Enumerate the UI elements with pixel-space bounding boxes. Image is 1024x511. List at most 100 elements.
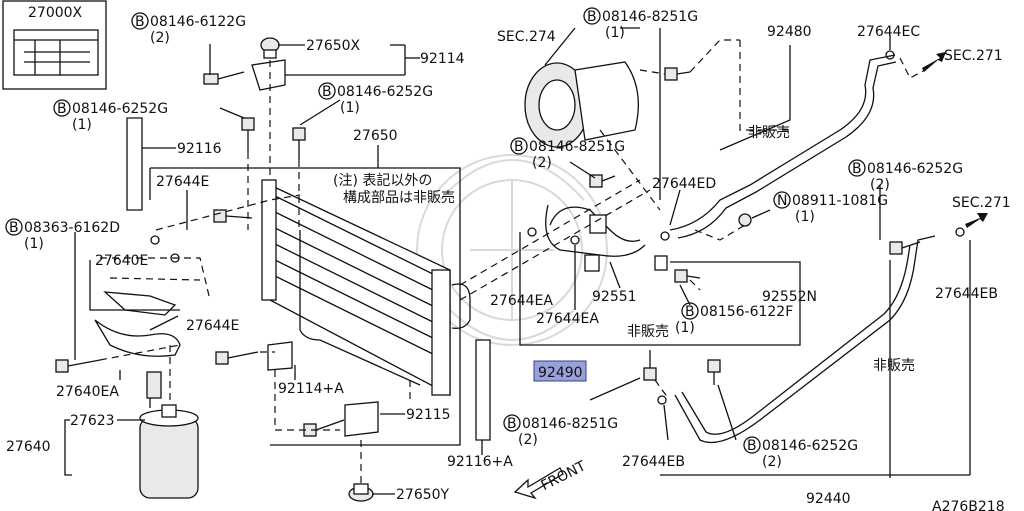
watermark-emblem <box>416 154 608 346</box>
bolt-symbol-b-icon: B <box>848 159 866 177</box>
part-label-27644eb-bot: 27644EB <box>622 454 685 470</box>
part-qty-b6252g-left: (1) <box>72 117 92 133</box>
svg-text:B: B <box>747 438 757 454</box>
bolt-icon <box>241 117 255 152</box>
part-qty-n1081g: (1) <box>795 209 815 225</box>
diagram-reference-code: A276B218 <box>932 499 1005 511</box>
part-label-27644e-mid: 27644E <box>186 318 239 334</box>
part-label-sec271-top: SEC.271 <box>944 48 1003 64</box>
svg-text:B: B <box>9 220 19 236</box>
o-ring-27644ea <box>527 227 537 237</box>
pipe-92440-wall <box>681 244 911 435</box>
part-label-92551: 92551 <box>592 289 637 305</box>
svg-text:B: B <box>57 101 67 117</box>
part-label-92115: 92115 <box>406 407 451 423</box>
part-label-92114: 92114 <box>420 51 465 67</box>
part-label-b6252g-right: 08146-6252G <box>867 161 963 177</box>
bolt-symbol-n-icon: N <box>773 191 791 209</box>
grommet-27650x <box>260 37 280 59</box>
part-label-27640ea: 27640EA <box>56 384 119 400</box>
o-ring-27644ea <box>570 235 580 245</box>
part-label-27644eb-right: 27644EB <box>935 286 998 302</box>
part-label-92116a: 92116+A <box>447 454 513 470</box>
bolt-icon <box>292 127 306 160</box>
pipe-92480-wall <box>677 61 897 239</box>
part-label-27650: 27650 <box>353 128 398 144</box>
bolt-icon <box>707 359 721 385</box>
part-qty-b6252g-right: (2) <box>870 177 890 193</box>
pipe-92440 <box>674 235 936 444</box>
svg-text:B: B <box>322 84 332 100</box>
bolt-symbol-b-icon: B <box>583 7 601 25</box>
part-label-27644ea-b: 27644EA <box>536 311 599 327</box>
part-qty-b6122f: (1) <box>675 320 695 336</box>
front-arrow-icon <box>513 467 564 500</box>
part-label-27623: 27623 <box>70 413 115 429</box>
part-qty-b8251g-top: (1) <box>605 25 625 41</box>
highlight-92490 <box>533 360 587 382</box>
pressure-switch-27623 <box>146 371 162 408</box>
part-qty-b6252g-mid: (1) <box>340 100 360 116</box>
part-label-b6252g-mid: 08146-6252G <box>337 84 433 100</box>
bolt-symbol-b-icon: B <box>5 218 23 236</box>
part-label-b6252g-bot: 08146-6252G <box>762 438 858 454</box>
o-ring-27644e <box>150 235 160 245</box>
part-qty-b6122g: (2) <box>150 30 170 46</box>
bracket-92114a <box>267 341 293 371</box>
o-ring-27644ed <box>660 231 670 241</box>
bolt-icon <box>889 241 921 255</box>
pipe-fitting <box>654 255 668 271</box>
part-label-27000x: 27000X <box>28 5 83 21</box>
o-ring-27644eb <box>657 395 667 405</box>
svg-text:B: B <box>135 14 145 30</box>
bolt-icon <box>213 209 253 223</box>
bracket-92114 <box>251 59 286 91</box>
part-label-92552n: 92552N <box>762 289 817 305</box>
bolt-icon <box>664 67 691 81</box>
pipe-92551 <box>545 204 646 257</box>
pipe-92480 <box>669 54 896 231</box>
svg-text:B: B <box>507 416 517 432</box>
condenser-pipe <box>299 230 421 386</box>
part-label-92116: 92116 <box>177 141 222 157</box>
arrow-icon <box>922 52 946 72</box>
part-label-27644e-top: 27644E <box>156 174 209 190</box>
svg-text:N: N <box>777 193 787 209</box>
part-label-sec271-right: SEC.271 <box>952 195 1011 211</box>
part-label-27640: 27640 <box>6 439 51 455</box>
nut-icon <box>738 213 752 227</box>
part-qty-b8251g-bot: (2) <box>518 432 538 448</box>
dashed-guide-lines <box>99 39 926 484</box>
leader-lines <box>64 27 971 495</box>
bolt-symbol-b-icon: B <box>510 137 528 155</box>
part-label-b6162d: 08363-6162D <box>24 220 120 236</box>
o-ring-27644ec <box>885 50 895 60</box>
part-label-92490: 92490 <box>538 365 583 381</box>
seal-strip-92116a <box>475 339 491 441</box>
part-label-92114a: 92114+A <box>278 381 344 397</box>
drier-clamp-27640e <box>103 291 177 316</box>
arrow-icon <box>965 213 988 228</box>
cap-27650y <box>348 483 374 502</box>
svg-text:B: B <box>587 9 597 25</box>
o-ring-27644eb <box>955 227 965 237</box>
part-label-27650x: 27650X <box>306 38 361 54</box>
part-label-b8251g-top: 08146-8251G <box>602 9 698 25</box>
svg-text:B: B <box>852 161 862 177</box>
bracket-92115 <box>344 401 379 437</box>
part-qty-b6162d: (1) <box>24 236 44 252</box>
part-label-b8251g-bot: 08146-8251G <box>522 416 618 432</box>
part-qty-b6252g-bot: (2) <box>762 454 782 470</box>
part-label-n1081g: 08911-1081G <box>792 193 888 209</box>
bolt-icon <box>303 419 345 437</box>
part-label-27644ea-a: 27644EA <box>490 293 553 309</box>
part-label-sec274: SEC.274 <box>497 29 556 45</box>
part-label-27640e: 27640E <box>95 253 148 269</box>
part-label-b8251g-mid: 08146-8251G <box>529 139 625 155</box>
note-not-sold-top: 非販売 <box>748 125 790 141</box>
part-label-b6122f: 08156-6122F <box>700 304 793 320</box>
bolt-icon <box>589 174 616 188</box>
bolt-icon <box>55 359 101 373</box>
part-label-b6122g: 08146-6122G <box>150 14 246 30</box>
